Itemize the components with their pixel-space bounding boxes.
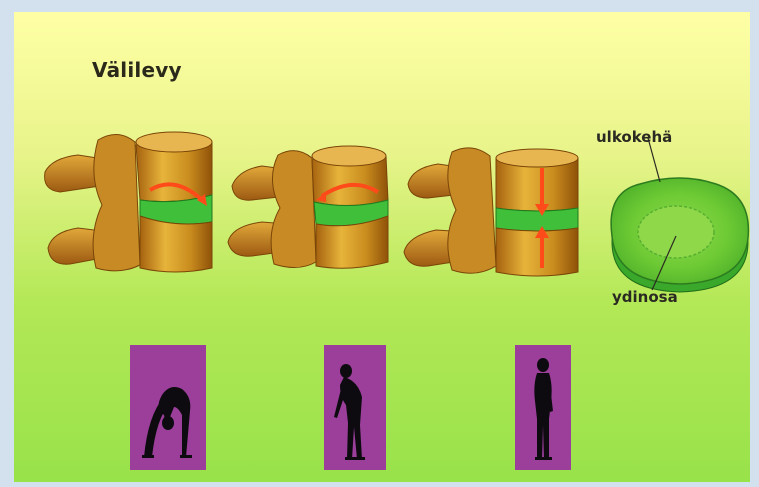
silhouette-upright-icon (515, 345, 571, 470)
vertebra-unit-extension (228, 146, 388, 268)
facet-joint (448, 148, 496, 273)
label-nucleus: ydinosa (612, 288, 678, 306)
silhouette-bending-icon (130, 345, 206, 470)
vertebral-body-top (136, 132, 212, 152)
vertebra-unit-neutral (404, 148, 578, 276)
posture-card-bending (130, 345, 206, 470)
silhouette-leaning-icon (324, 345, 386, 470)
disc-nucleus (638, 206, 714, 258)
vertebral-body-top (312, 146, 386, 166)
posture-card-upright (515, 345, 571, 470)
vertebra-unit-flexion (45, 132, 212, 272)
intervertebral-disc (496, 208, 578, 231)
posture-card-leaning (324, 345, 386, 470)
label-outer-ring: ulkokehä (596, 128, 672, 146)
disc-cross-section (611, 138, 748, 292)
vertebral-body-lower (140, 216, 212, 272)
facet-joint (271, 151, 316, 268)
facet-joint (93, 134, 140, 270)
vertebral-body-top (496, 149, 578, 167)
